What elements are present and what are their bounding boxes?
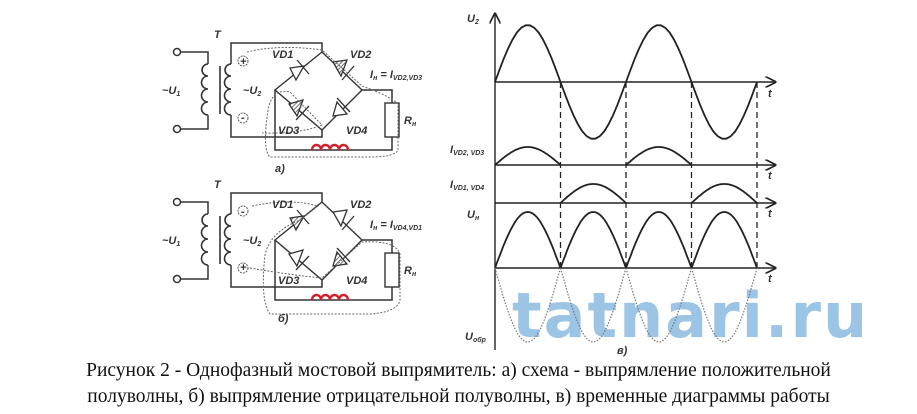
timing-diagrams: U2 IVD2, VD3 IVD1, VD4 Uн Uобр t t t t в… xyxy=(450,13,775,357)
u2-label: ~U2 xyxy=(243,235,261,248)
t-label: t xyxy=(768,170,773,182)
plus-sign: + xyxy=(240,56,247,68)
circuit-b: T ~U1 ~U2 - + VD1 VD2 VD3 VD4 Iн = IVD4,… xyxy=(162,179,422,325)
diode-vd1 xyxy=(289,209,310,232)
un-rectified-pulse xyxy=(559,211,627,269)
ivd14-pulse xyxy=(559,183,627,204)
vd3-label: VD3 xyxy=(278,125,299,137)
un-rectified-pulse xyxy=(494,211,562,269)
t-label: t xyxy=(768,273,773,285)
t-label: t xyxy=(768,208,773,220)
current-path-b xyxy=(249,201,401,315)
uobr-axis-label: Uобр xyxy=(465,331,487,344)
uobr-reverse-voltage xyxy=(494,267,562,343)
diode-vd4 xyxy=(332,247,351,267)
un-axis-label: Uн xyxy=(467,209,480,222)
vd2-label: VD2 xyxy=(350,199,371,211)
load-current-label: Iн = IVD2,VD3 xyxy=(370,69,422,82)
diode-vd3 xyxy=(287,99,310,121)
current-path-a xyxy=(246,46,399,158)
u2-axis-label: U2 xyxy=(467,13,479,26)
diode-vd2 xyxy=(331,209,355,231)
transformer-label: T xyxy=(214,29,222,41)
vd3-label: VD3 xyxy=(278,275,299,287)
diode-vd4 xyxy=(332,97,351,117)
uobr-reverse-voltage xyxy=(690,267,758,343)
vd2-label: VD2 xyxy=(350,49,371,61)
load-label: Rн xyxy=(404,265,417,278)
minus-sign: - xyxy=(241,206,245,218)
load-label: Rн xyxy=(404,115,417,128)
caption-line-2: полуволны, б) выпрямление отрицательной … xyxy=(87,386,830,407)
ivd23-pulse xyxy=(625,146,693,166)
panel-a-label: а) xyxy=(275,163,285,175)
watermark: tatnari.ru xyxy=(512,279,870,352)
transformer-label: T xyxy=(214,179,222,191)
minus-sign: - xyxy=(241,112,245,124)
un-rectified-pulse xyxy=(690,211,758,269)
u1-label: ~U1 xyxy=(162,85,180,98)
t-label: t xyxy=(768,88,773,100)
u1-label: ~U1 xyxy=(162,235,180,248)
plus-sign: + xyxy=(240,262,247,274)
ivd14-axis-label: IVD1, VD4 xyxy=(450,179,484,192)
uobr-reverse-voltage xyxy=(559,267,627,343)
circuit-a: T ~U1 ~U2 + - VD1 VD2 VD3 VD4 Iн = IVD2,… xyxy=(162,29,422,175)
ivd23-axis-label: IVD2, VD3 xyxy=(450,144,484,157)
panel-b-label: б) xyxy=(278,313,289,325)
vd1-label: VD1 xyxy=(272,49,293,61)
diode-vd1 xyxy=(289,59,310,82)
ivd23-pulse xyxy=(494,146,562,166)
vd4-label: VD4 xyxy=(346,125,367,137)
vd1-label: VD1 xyxy=(272,199,293,211)
load-current-label: Iн = IVD4,VD1 xyxy=(370,219,422,232)
vd4-label: VD4 xyxy=(346,275,367,287)
diode-vd3 xyxy=(287,249,310,271)
caption-line-1: Рисунок 2 - Однофазный мостовой выпрямит… xyxy=(86,360,831,381)
panel-v-label: в) xyxy=(617,345,628,357)
ivd14-pulse xyxy=(690,183,758,204)
uobr-reverse-voltage xyxy=(625,267,693,343)
u2-label: ~U2 xyxy=(243,85,261,98)
un-rectified-pulse xyxy=(625,211,693,269)
